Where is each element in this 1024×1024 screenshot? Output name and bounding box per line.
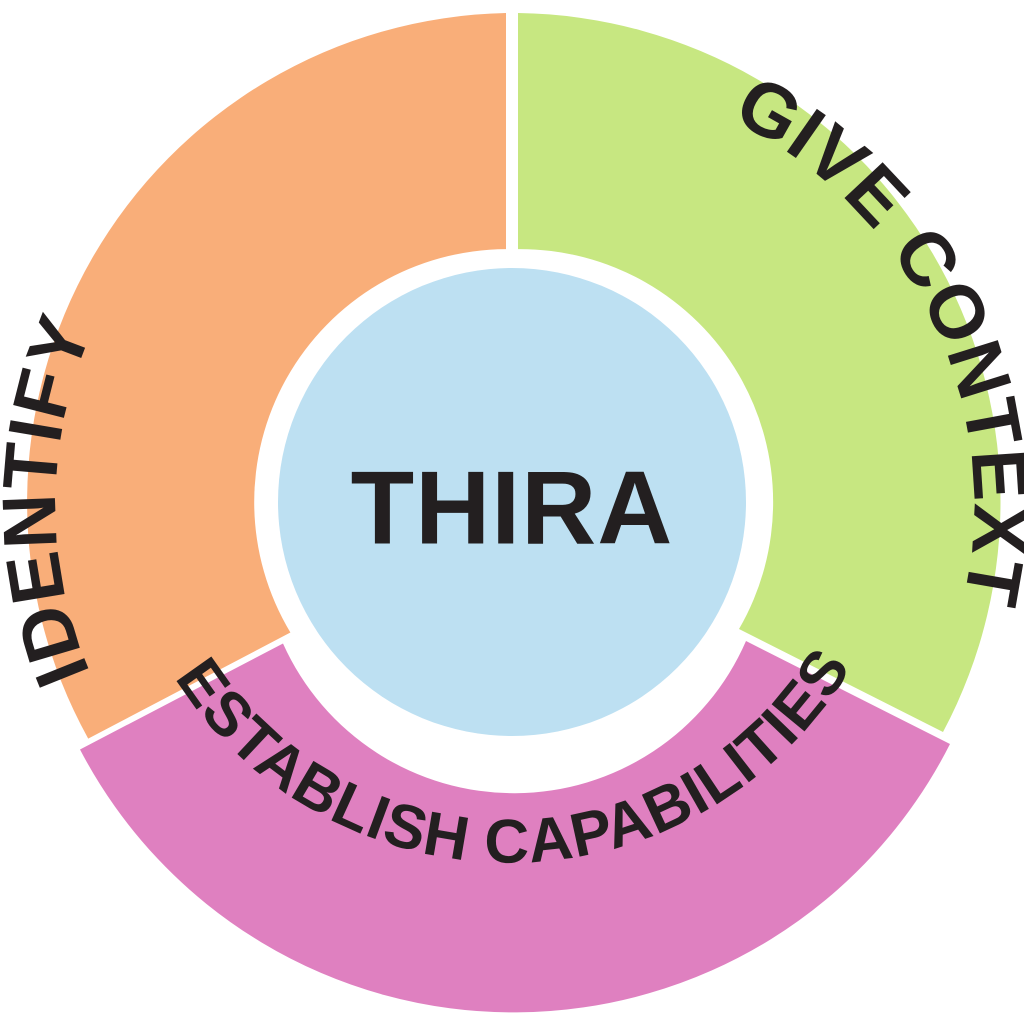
center-hub-circle[interactable]	[278, 268, 746, 736]
segment-identify[interactable]: IDENTIFY	[0, 13, 507, 739]
center-hub[interactable]: THIRA	[278, 268, 746, 736]
segment-identify-band[interactable]	[27, 13, 507, 739]
segment-give-context-band[interactable]	[518, 13, 1001, 732]
center-hub-label: THIRA	[351, 450, 674, 566]
segment-establish-shape[interactable]	[80, 641, 950, 1013]
